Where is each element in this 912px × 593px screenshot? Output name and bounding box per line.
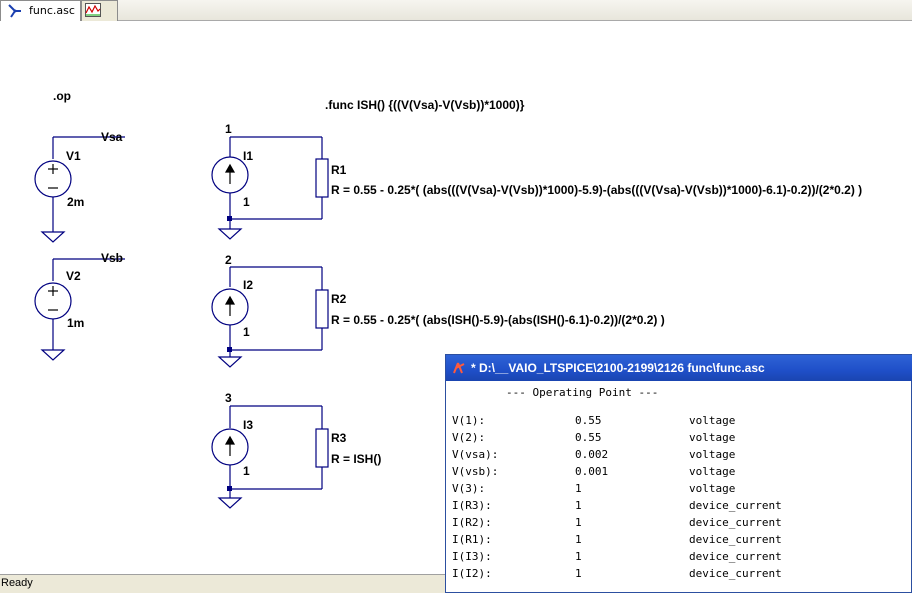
net-label-1[interactable]: 1 [225,122,232,136]
ltspice-icon [452,361,466,378]
i3-loop [211,405,329,509]
v1-name[interactable]: V1 [66,149,81,163]
func-directive[interactable]: .func ISH() {((V(Vsa)-V(Vsb))*1000)} [325,98,525,112]
op-row-name: I(I3): [452,550,492,563]
i3-name[interactable]: I3 [243,418,254,432]
op-row-name: I(R2): [452,516,492,529]
v1-source [34,136,125,243]
v1-value[interactable]: 2m [67,195,85,209]
op-row-name: I(R1): [452,533,492,546]
op-row-value: 0.001 [575,465,609,478]
v2-name[interactable]: V2 [66,269,81,283]
v2-source [34,258,125,361]
op-heading: --- Operating Point --- [506,386,659,399]
tab-waveform[interactable] [81,0,118,21]
tab-label: func.asc [29,4,75,17]
waveform-icon [85,3,101,20]
op-row-name: V(vsb): [452,465,499,478]
i1-name[interactable]: I1 [243,149,254,163]
status-text: Ready [1,577,33,589]
op-row-type: device_current [689,550,782,563]
net-label-3[interactable]: 3 [225,391,232,405]
i1-value[interactable]: 1 [243,195,250,209]
op-row-name: V(vsa): [452,448,499,461]
op-row-type: voltage [689,448,736,461]
r3-name[interactable]: R3 [331,431,347,445]
op-row-name: I(I2): [452,567,492,580]
schematic-canvas[interactable]: .op .func ISH() {((V(Vsa)-V(Vsb))*1000)}… [0,22,912,574]
op-row-name: I(R3): [452,499,492,512]
v2-value[interactable]: 1m [67,316,85,330]
op-row-type: voltage [689,431,736,444]
r2-value[interactable]: R = 0.55 - 0.25*( (abs(ISH()-5.9)-(abs(I… [331,313,665,327]
r2-name[interactable]: R2 [331,292,347,306]
op-row-value: 0.55 [575,414,602,427]
op-row-value: 1 [575,516,582,529]
op-row-type: device_current [689,533,782,546]
op-row-type: voltage [689,482,736,495]
op-row-value: 1 [575,550,582,563]
net-label-vsa[interactable]: Vsa [101,130,123,144]
schematic-icon [6,3,24,22]
net-label-2[interactable]: 2 [225,253,232,267]
op-row-value: 0.55 [575,431,602,444]
op-row-value: 1 [575,533,582,546]
r1-name[interactable]: R1 [331,163,347,177]
op-row-value: 1 [575,499,582,512]
op-row-type: voltage [689,465,736,478]
op-row-type: device_current [689,499,782,512]
op-row-type: device_current [689,516,782,529]
net-label-vsb[interactable]: Vsb [101,251,124,265]
schematic-drawing [34,136,329,509]
window-title: * D:\__VAIO_LTSPICE\2100-2199\2126 func\… [471,361,765,375]
window-titlebar[interactable]: * D:\__VAIO_LTSPICE\2100-2199\2126 func\… [446,355,912,381]
i2-loop [211,266,329,368]
op-directive[interactable]: .op [53,89,71,103]
i1-loop [211,136,329,240]
i2-name[interactable]: I2 [243,278,254,292]
op-row-value: 0.002 [575,448,609,461]
tab-func-asc[interactable]: func.asc [0,0,81,21]
i2-value[interactable]: 1 [243,325,250,339]
r1-value[interactable]: R = 0.55 - 0.25*( (abs(((V(Vsa)-V(Vsb))*… [331,183,863,197]
op-row-name: V(1): [452,414,486,427]
op-row-type: voltage [689,414,736,427]
r3-value[interactable]: R = ISH() [331,452,382,466]
op-row-value: 1 [575,482,582,495]
i3-value[interactable]: 1 [243,464,250,478]
tab-bar: func.asc [0,0,912,21]
operating-point-window[interactable]: * D:\__VAIO_LTSPICE\2100-2199\2126 func\… [445,354,912,593]
op-row-value: 1 [575,567,582,580]
op-row-name: V(3): [452,482,486,495]
operating-point-text[interactable]: --- Operating Point --- V(1): 0.55 voltage… [446,381,912,593]
op-row-name: V(2): [452,431,486,444]
op-row-type: device_current [689,567,782,580]
